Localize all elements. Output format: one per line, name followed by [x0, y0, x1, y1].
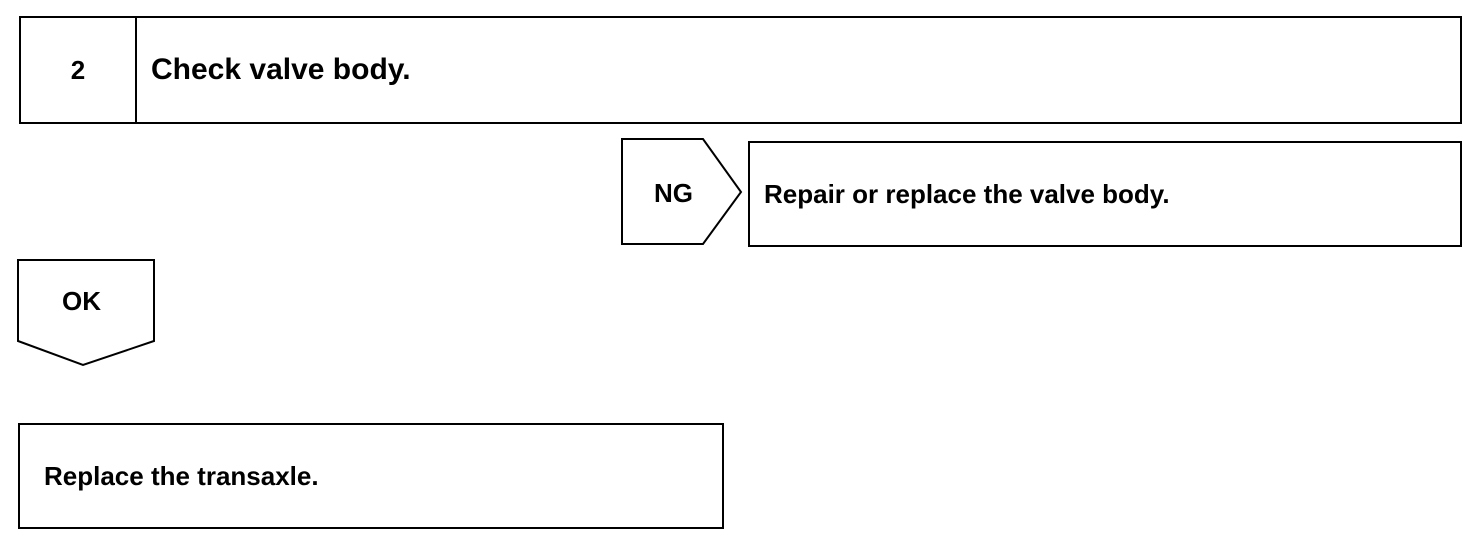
ok-label: OK	[62, 286, 101, 316]
ok-action-box: Replace the transaxle.	[18, 423, 724, 529]
ng-action-box: Repair or replace the valve body.	[748, 141, 1462, 247]
step-number: 2	[21, 18, 137, 122]
step-title: Check valve body.	[151, 53, 411, 86]
ng-arrow-shape	[621, 138, 743, 245]
ok-arrow-shape	[17, 259, 155, 367]
step-box: 2 Check valve body.	[19, 16, 1462, 124]
ng-label: NG	[654, 178, 693, 208]
